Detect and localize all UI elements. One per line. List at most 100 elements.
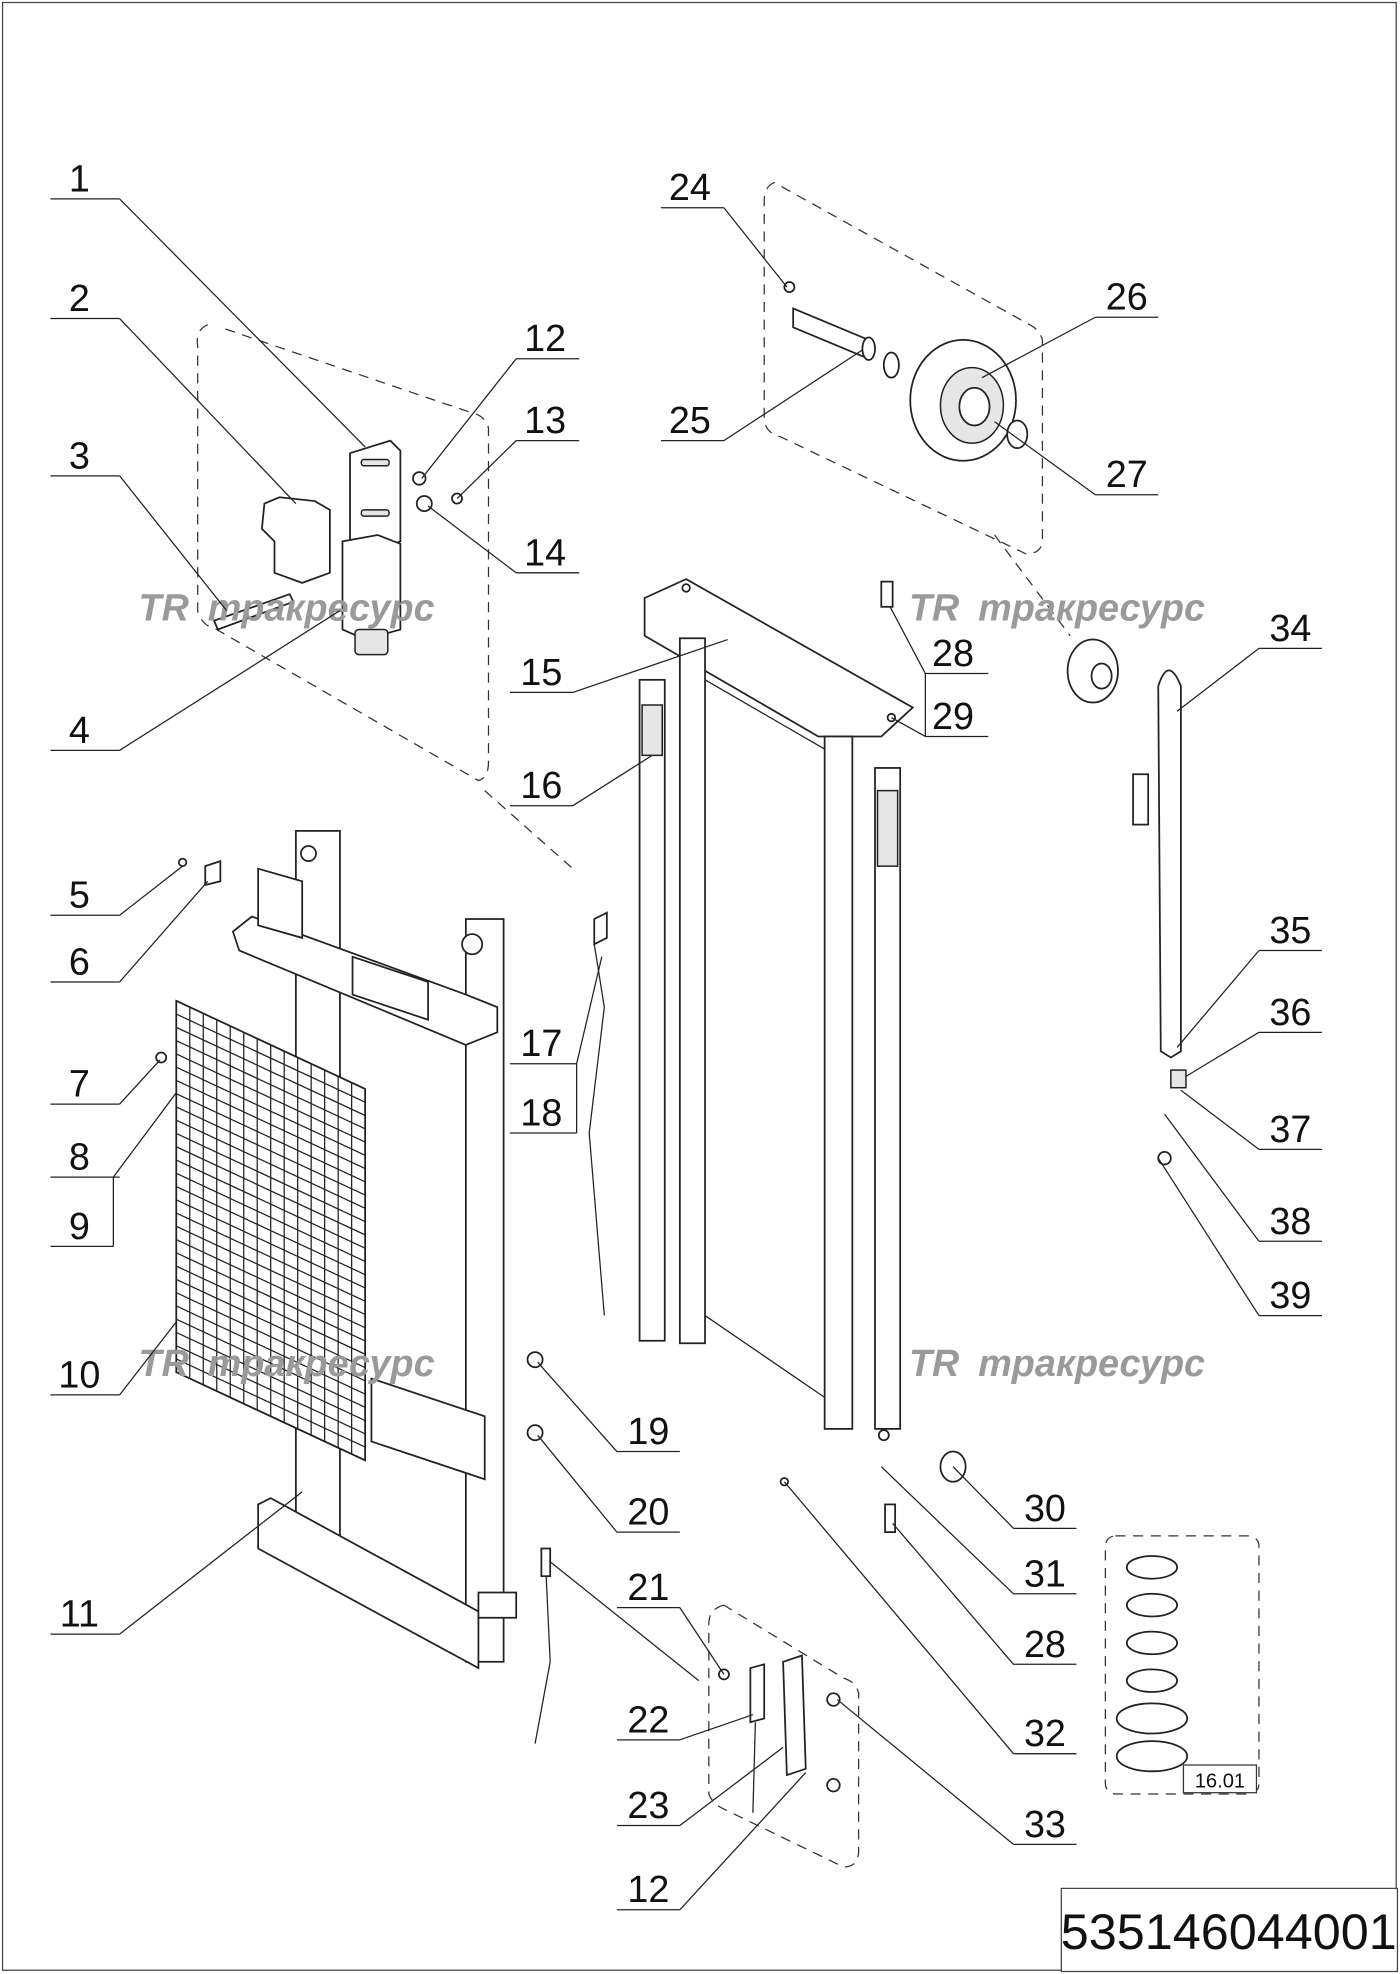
callout-13: 13 [456, 400, 580, 499]
callout-10: 10 [50, 1321, 177, 1396]
mesh-guard [175, 999, 367, 1462]
callout-30: 30 [952, 1466, 1077, 1530]
mesh-line [176, 1185, 366, 1276]
callout-9: 9 [50, 1206, 114, 1248]
callout-label: 12 [524, 318, 566, 360]
inset-label: 16.01 [1195, 1771, 1245, 1793]
leader-line [994, 421, 1159, 496]
leader-line [892, 1522, 1077, 1665]
leader-line [783, 1481, 1077, 1755]
callout-18: 18 [509, 1092, 577, 1134]
leader-line [509, 754, 653, 807]
mesh-line [176, 1132, 366, 1223]
mesh-line [176, 1040, 366, 1130]
sensor-bracket [718, 1654, 841, 1813]
leader-line [50, 198, 366, 448]
leader-line [537, 1361, 680, 1453]
mesh-line [176, 1292, 366, 1382]
callout-label: 2 [69, 278, 90, 320]
mesh-line [176, 1172, 366, 1262]
callout-12: 12 [616, 1772, 807, 1911]
mesh-line [176, 1119, 366, 1209]
mesh-line [176, 1212, 366, 1302]
leader-line [50, 475, 228, 611]
mesh-line [176, 1053, 366, 1143]
callout-label: 6 [69, 941, 90, 983]
watermark-text: тракресурс [978, 1343, 1205, 1385]
mesh-line [176, 1146, 366, 1236]
leader-line [660, 207, 788, 288]
callout-36: 36 [1185, 992, 1322, 1077]
callout-label: 33 [1024, 1804, 1066, 1846]
leader-line [509, 638, 728, 694]
mesh-line [176, 1252, 366, 1342]
callout-label: 20 [627, 1492, 669, 1534]
callout-label: 26 [1106, 277, 1148, 319]
leader-line [836, 1699, 1077, 1845]
switch-assembly [212, 439, 463, 656]
watermark-text: тракресурс [208, 588, 435, 630]
leader-line [880, 1466, 1077, 1595]
watermark-text: тракресурс [208, 1343, 435, 1385]
leader-line [1176, 949, 1322, 1048]
callout-29: 29 [891, 696, 989, 738]
callout-31: 31 [880, 1466, 1077, 1595]
leader-line [50, 610, 341, 751]
callout-label: 28 [932, 633, 974, 675]
callout-label: 15 [520, 652, 562, 694]
mesh-line [176, 1000, 366, 1090]
mesh-line [176, 1199, 366, 1289]
watermark-logo: TR [139, 588, 189, 630]
leader-line [616, 1746, 784, 1827]
callout-label: 37 [1269, 1109, 1311, 1151]
callout-label: 35 [1269, 910, 1311, 952]
mesh-line [176, 1278, 366, 1369]
callout-label: 18 [520, 1092, 562, 1134]
callout-24: 24 [660, 167, 788, 288]
callouts: 1234567891011121314151617181920212223122… [50, 158, 1322, 1911]
callout-label: 21 [627, 1567, 669, 1609]
leader-line [616, 1607, 725, 1675]
inset-label-box [1182, 1764, 1258, 1794]
detail-box-switch [196, 324, 490, 782]
callout-37: 37 [1180, 1089, 1322, 1151]
callout-label: 36 [1269, 992, 1311, 1034]
callout-label: 12 [627, 1869, 669, 1911]
explode-arrow-16 [484, 790, 574, 870]
leader-line [889, 606, 989, 675]
callout-23: 23 [616, 1746, 784, 1827]
callout-label: 24 [669, 167, 711, 209]
sheave-assembly [783, 281, 1119, 704]
callout-28: 28 [889, 606, 989, 675]
callout-12: 12 [421, 318, 580, 479]
callout-26: 26 [981, 277, 1159, 379]
chain-assembly [1132, 669, 1187, 1166]
callout-label: 28 [1024, 1624, 1066, 1666]
mesh-line [176, 1066, 366, 1156]
callout-20: 20 [537, 1434, 680, 1534]
explode-arrow-21 [540, 1554, 700, 1682]
watermark-logo: TR [139, 1343, 189, 1385]
callout-8: 8 [50, 1092, 177, 1179]
mesh-line [176, 1159, 366, 1249]
leader-line [1157, 1157, 1322, 1317]
callout-14: 14 [427, 505, 580, 574]
callout-32: 32 [783, 1481, 1077, 1755]
callout-3: 3 [50, 435, 228, 611]
callout-label: 19 [627, 1411, 669, 1453]
callout-label: 7 [69, 1064, 90, 1106]
callout-label: 29 [932, 696, 974, 738]
callout-11: 11 [50, 1491, 303, 1636]
leader-line [456, 439, 580, 499]
callout-label: 3 [69, 435, 90, 477]
seal-kit [1115, 1555, 1189, 1773]
mesh-line [176, 1345, 366, 1435]
watermark-logo: TR [909, 588, 959, 630]
callout-27: 27 [994, 421, 1159, 496]
callout-label: 22 [627, 1699, 669, 1741]
callout-label: 17 [520, 1023, 562, 1065]
callout-25: 25 [660, 349, 863, 442]
mesh-line [176, 1079, 366, 1170]
mesh-line [176, 1331, 366, 1422]
